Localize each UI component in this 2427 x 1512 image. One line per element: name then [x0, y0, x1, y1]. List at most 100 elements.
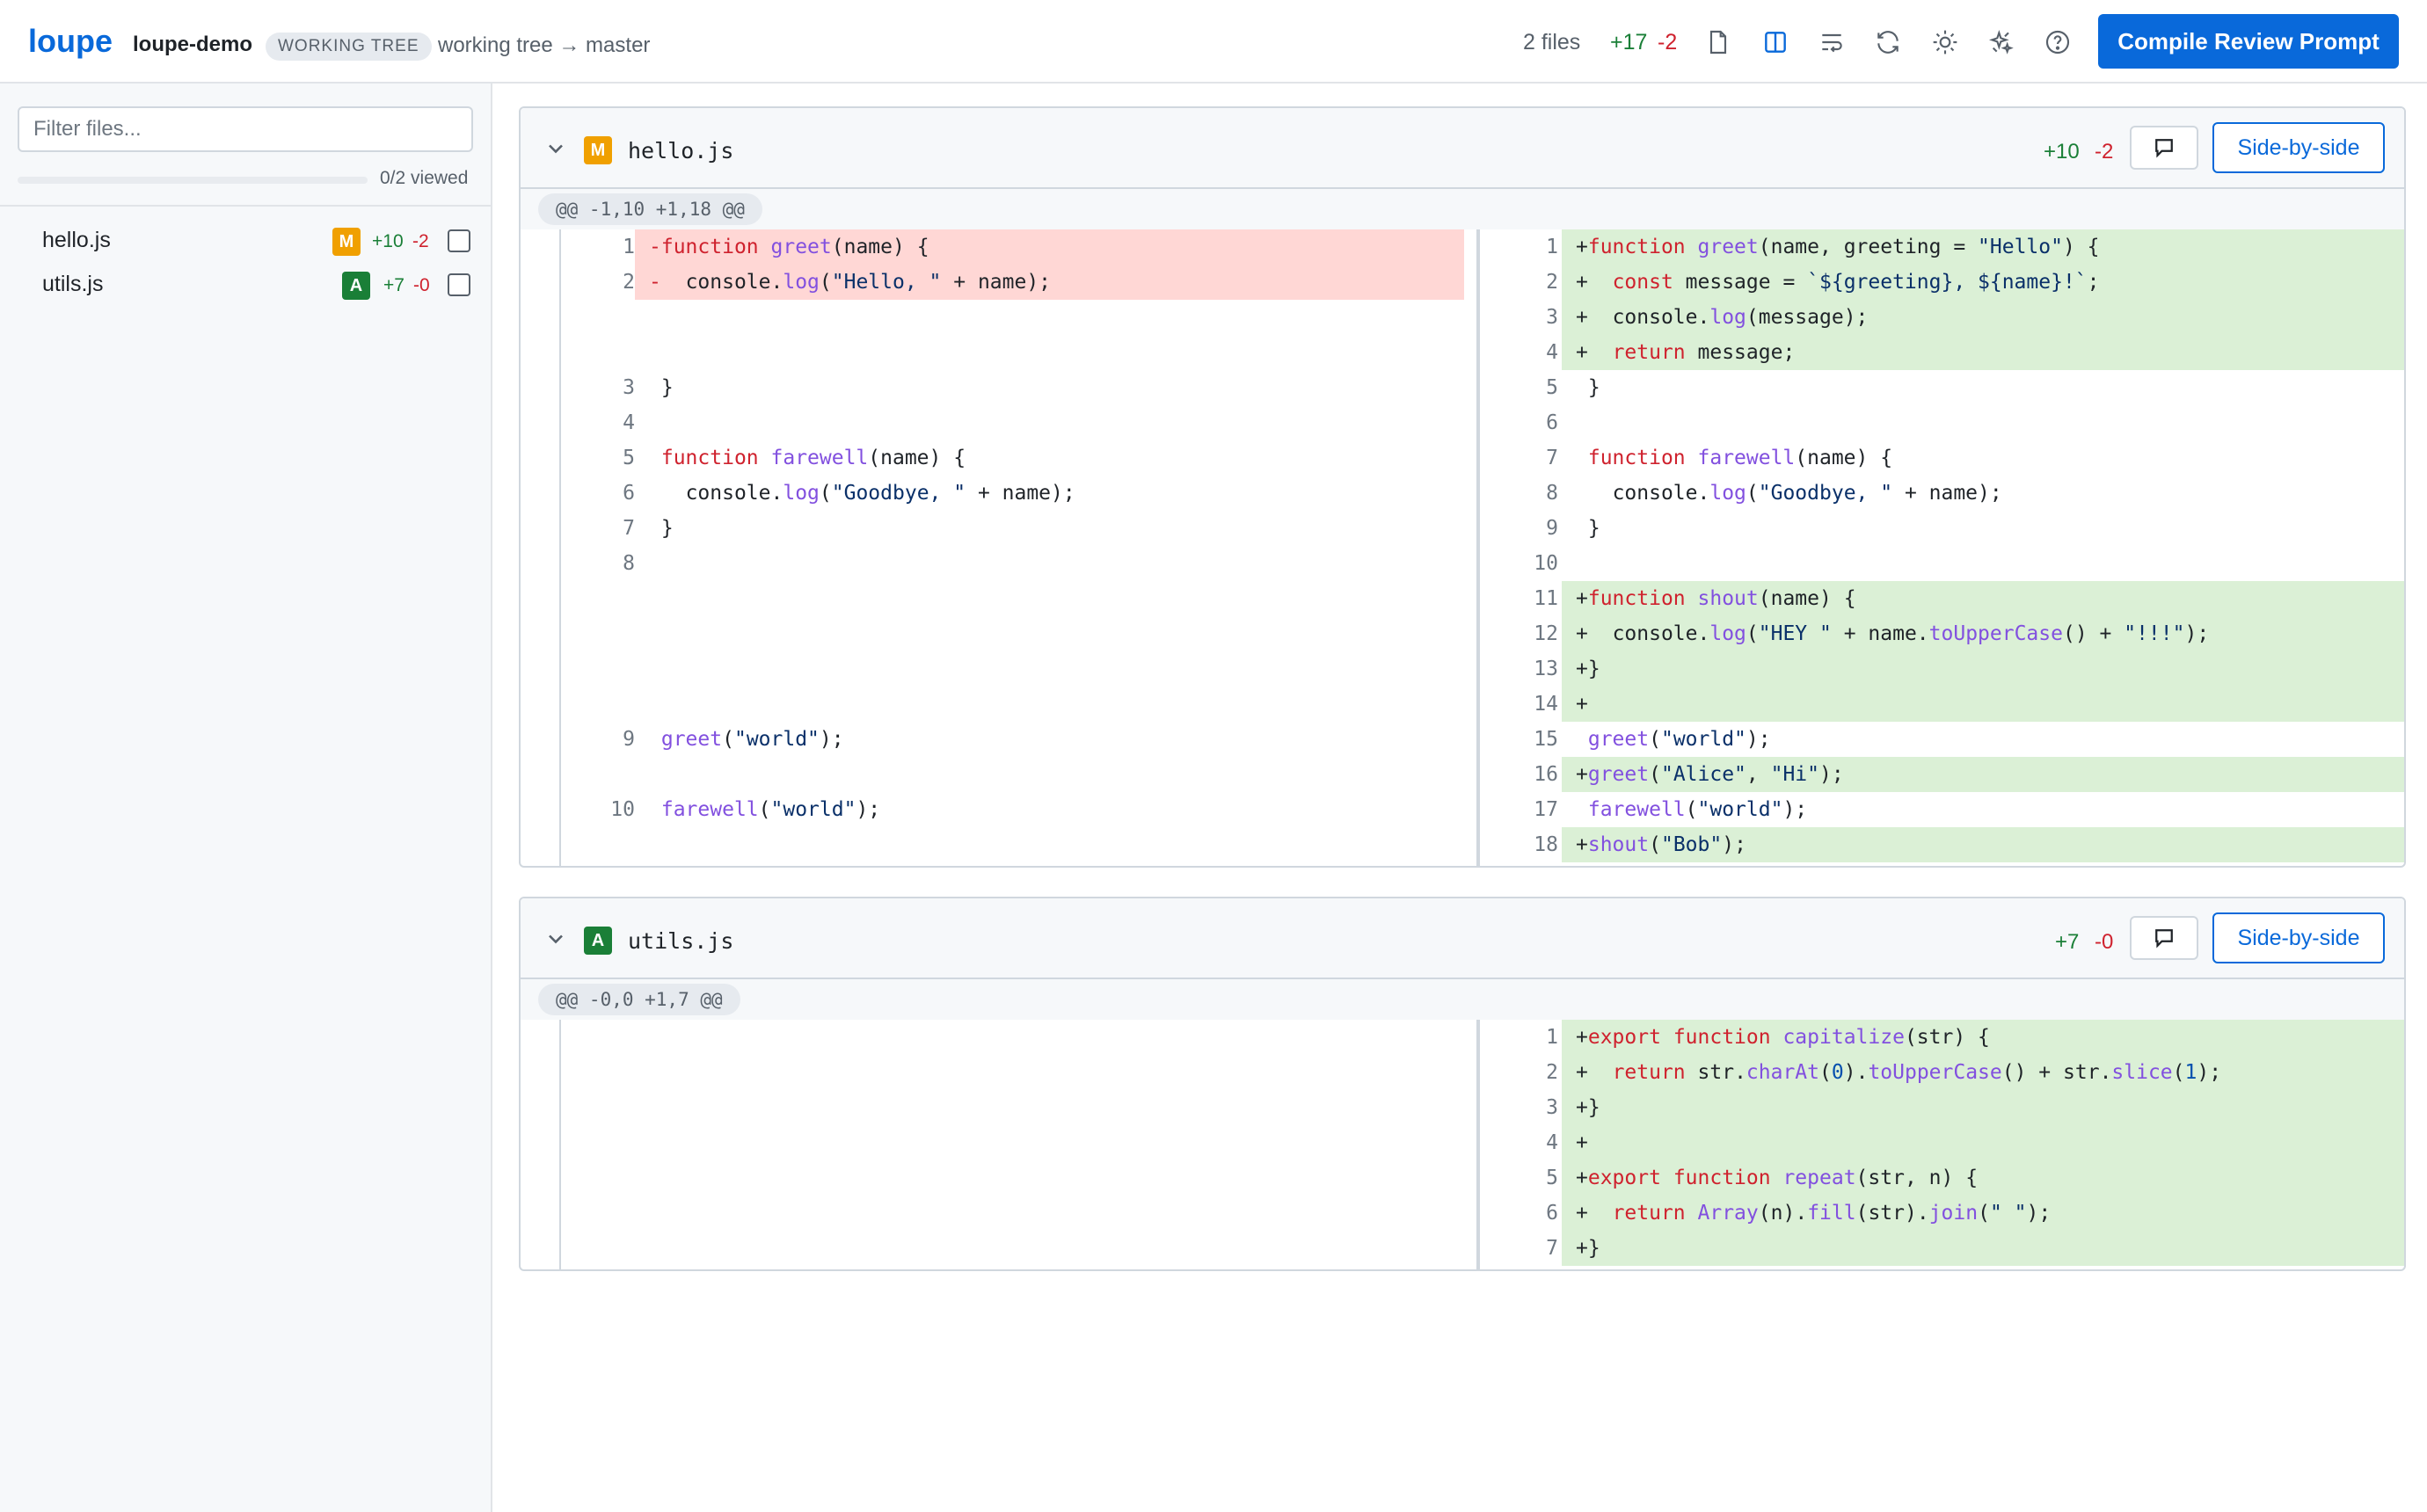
side-by-side-button[interactable]: Side-by-side [2212, 912, 2385, 963]
added-line[interactable]: + return Array(n).fill(str).join(" "); [1562, 1196, 2404, 1231]
line-number[interactable]: 13 [1534, 658, 1558, 680]
added-line[interactable]: +greet("Alice", "Hi"); [1562, 757, 2404, 792]
line-number[interactable]: 14 [1534, 693, 1558, 716]
file-icon[interactable] [1701, 25, 1736, 60]
context-line[interactable] [1562, 405, 2404, 440]
context-line[interactable]: farewell("world"); [1562, 792, 2404, 827]
added-line[interactable]: + [1562, 1125, 2404, 1160]
line-number[interactable]: 4 [1546, 341, 1558, 364]
added-line[interactable]: +} [1562, 1090, 2404, 1125]
sidebar-file-name: hello.js [42, 228, 111, 252]
line-number[interactable]: 8 [623, 552, 635, 575]
diff-card-header: M hello.js +10 -2 Side-by-side [521, 108, 2404, 189]
viewed-checkbox[interactable] [448, 273, 470, 296]
app-logo[interactable]: loupe [28, 23, 113, 59]
context-line[interactable]: farewell("world"); [635, 792, 1464, 827]
context-line[interactable]: greet("world"); [1562, 722, 2404, 757]
context-line[interactable]: greet("world"); [635, 722, 1464, 757]
comment-button[interactable] [2130, 916, 2198, 960]
split-divider [1476, 1020, 1480, 1269]
line-number[interactable]: 2 [1546, 271, 1558, 294]
line-number[interactable]: 1 [1546, 1026, 1558, 1049]
context-line[interactable]: } [635, 370, 1464, 405]
gutter-divider [559, 229, 561, 866]
file-sidebar: 0/2 viewed hello.js M +10 -2 utils.js A … [0, 84, 492, 1512]
hunk-header: @@ -1,10 +1,18 @@ [521, 189, 2404, 229]
added-line[interactable]: +export function capitalize(str) { [1562, 1020, 2404, 1055]
line-number[interactable]: 8 [1546, 482, 1558, 505]
wrap-icon[interactable] [1814, 25, 1849, 60]
added-line[interactable]: + return str.charAt(0).toUpperCase() + s… [1562, 1055, 2404, 1090]
line-number[interactable]: 6 [1546, 411, 1558, 434]
file-deletions: -0 [413, 275, 430, 295]
context-line[interactable]: function farewell(name) { [1562, 440, 2404, 476]
line-number[interactable]: 12 [1534, 622, 1558, 645]
added-line[interactable]: +} [1562, 651, 2404, 687]
line-number[interactable]: 3 [623, 376, 635, 399]
line-number[interactable]: 2 [623, 271, 635, 294]
line-number[interactable]: 9 [1546, 517, 1558, 540]
context-line[interactable] [1562, 546, 2404, 581]
added-line[interactable]: + const message = `${greeting}, ${name}!… [1562, 265, 2404, 300]
line-number[interactable]: 7 [623, 517, 635, 540]
chevron-down-icon[interactable] [543, 136, 568, 161]
line-number[interactable]: 6 [623, 482, 635, 505]
line-number[interactable]: 7 [1546, 447, 1558, 469]
context-line[interactable]: console.log("Goodbye, " + name); [635, 476, 1464, 511]
deleted-line[interactable]: - console.log("Hello, " + name); [635, 265, 1464, 300]
line-number[interactable]: 1 [1546, 236, 1558, 258]
sidebar-divider [0, 205, 491, 207]
branch-info: working tree → master [438, 33, 651, 57]
added-line[interactable]: +function greet(name, greeting = "Hello"… [1562, 229, 2404, 265]
line-number[interactable]: 16 [1534, 763, 1558, 786]
added-line[interactable]: + console.log("HEY " + name.toUpperCase(… [1562, 616, 2404, 651]
line-number[interactable]: 10 [610, 798, 635, 821]
line-number[interactable]: 10 [1534, 552, 1558, 575]
added-line[interactable]: +function shout(name) { [1562, 581, 2404, 616]
line-number[interactable]: 3 [1546, 1096, 1558, 1119]
line-number[interactable]: 5 [623, 447, 635, 469]
context-line[interactable] [635, 546, 1464, 581]
line-number[interactable]: 5 [1546, 1167, 1558, 1189]
chevron-down-icon[interactable] [543, 927, 568, 951]
compile-review-prompt-button[interactable]: Compile Review Prompt [2098, 14, 2399, 69]
context-line[interactable]: console.log("Goodbye, " + name); [1562, 476, 2404, 511]
working-tree-badge: WORKING TREE [266, 33, 432, 61]
line-number[interactable]: 4 [1546, 1131, 1558, 1154]
comment-button[interactable] [2130, 126, 2198, 170]
sparkles-icon[interactable] [1984, 25, 2019, 60]
added-line[interactable]: +export function repeat(str, n) { [1562, 1160, 2404, 1196]
sidebar-file-utils-js[interactable]: utils.js A +7 -0 [0, 263, 491, 305]
line-number[interactable]: 5 [1546, 376, 1558, 399]
added-line[interactable]: + console.log(message); [1562, 300, 2404, 335]
line-number[interactable]: 15 [1534, 728, 1558, 751]
help-icon[interactable] [2040, 25, 2075, 60]
line-number[interactable]: 17 [1534, 798, 1558, 821]
line-number[interactable]: 11 [1534, 587, 1558, 610]
line-number[interactable]: 2 [1546, 1061, 1558, 1084]
line-number[interactable]: 18 [1534, 833, 1558, 856]
line-number[interactable]: 3 [1546, 306, 1558, 329]
filter-files-input[interactable] [18, 106, 473, 152]
context-line[interactable]: function farewell(name) { [635, 440, 1464, 476]
deleted-line[interactable]: -function greet(name) { [635, 229, 1464, 265]
context-line[interactable] [635, 405, 1464, 440]
sun-icon[interactable] [1928, 25, 1963, 60]
context-line[interactable]: } [1562, 370, 2404, 405]
added-line[interactable]: + return message; [1562, 335, 2404, 370]
split-view-icon[interactable] [1758, 25, 1793, 60]
line-number[interactable]: 1 [623, 236, 635, 258]
line-number[interactable]: 4 [623, 411, 635, 434]
added-line[interactable]: +shout("Bob"); [1562, 827, 2404, 862]
context-line[interactable]: } [1562, 511, 2404, 546]
line-number[interactable]: 9 [623, 728, 635, 751]
context-line[interactable]: } [635, 511, 1464, 546]
side-by-side-button[interactable]: Side-by-side [2212, 122, 2385, 173]
line-number[interactable]: 7 [1546, 1237, 1558, 1260]
refresh-icon[interactable] [1870, 25, 1906, 60]
added-line[interactable]: +} [1562, 1231, 2404, 1266]
added-line[interactable]: + [1562, 687, 2404, 722]
viewed-checkbox[interactable] [448, 229, 470, 252]
line-number[interactable]: 6 [1546, 1202, 1558, 1225]
sidebar-file-hello-js[interactable]: hello.js M +10 -2 [0, 219, 491, 261]
